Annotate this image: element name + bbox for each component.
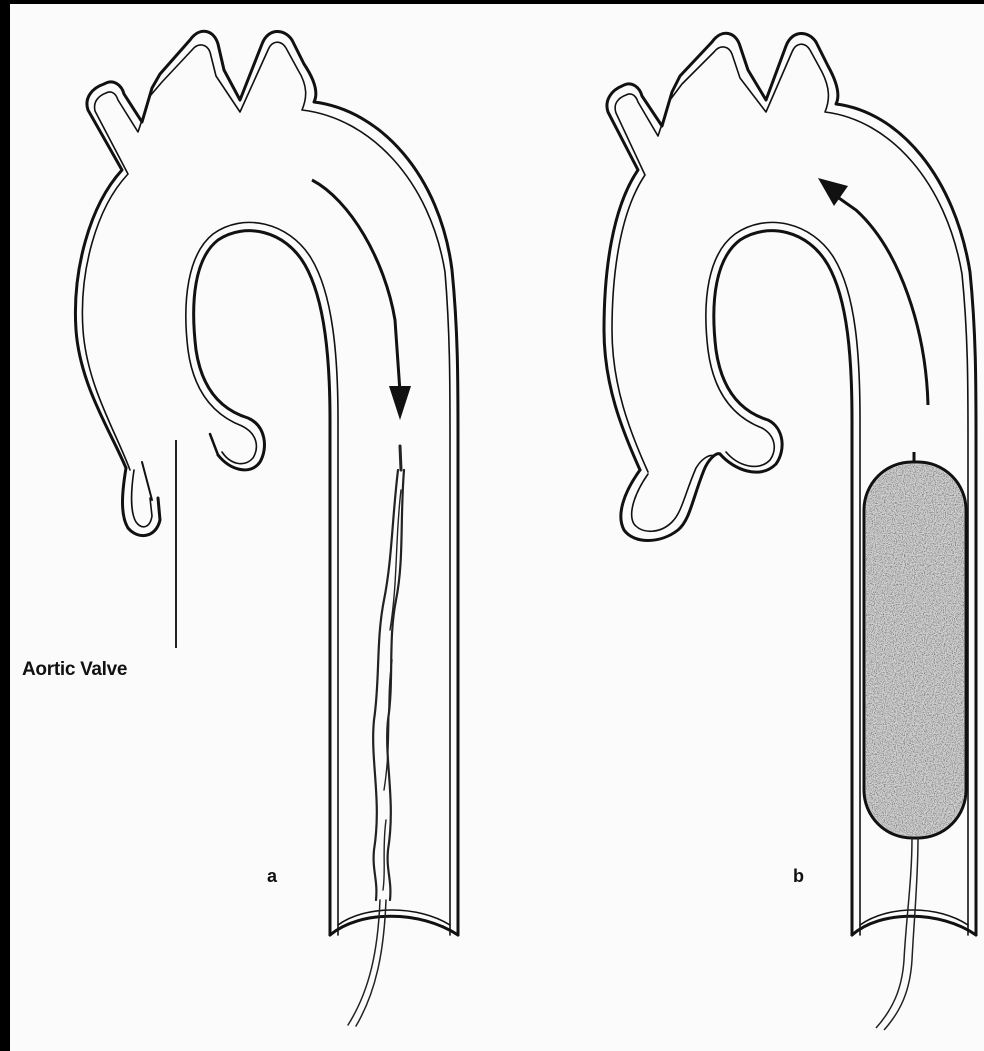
inflated-balloon [864, 452, 966, 1030]
valve-sinus-a [123, 462, 161, 536]
flow-arrow-down-a [312, 180, 400, 392]
catheter-shaft-b [876, 838, 912, 1028]
valve-sinus-b [621, 454, 720, 541]
inner-wall-end-a [210, 434, 218, 455]
aortic-wall-inner-a [186, 222, 338, 935]
arrowhead-down-icon [389, 386, 411, 420]
aortic-valve-label: Aortic Valve [22, 659, 127, 681]
aorta-a [75, 31, 458, 935]
panel-label-a: a [267, 866, 277, 887]
aortic-wall-inner-b [706, 222, 860, 935]
deflated-balloon-catheter [348, 446, 404, 1026]
panel-label-b: b [793, 866, 804, 887]
